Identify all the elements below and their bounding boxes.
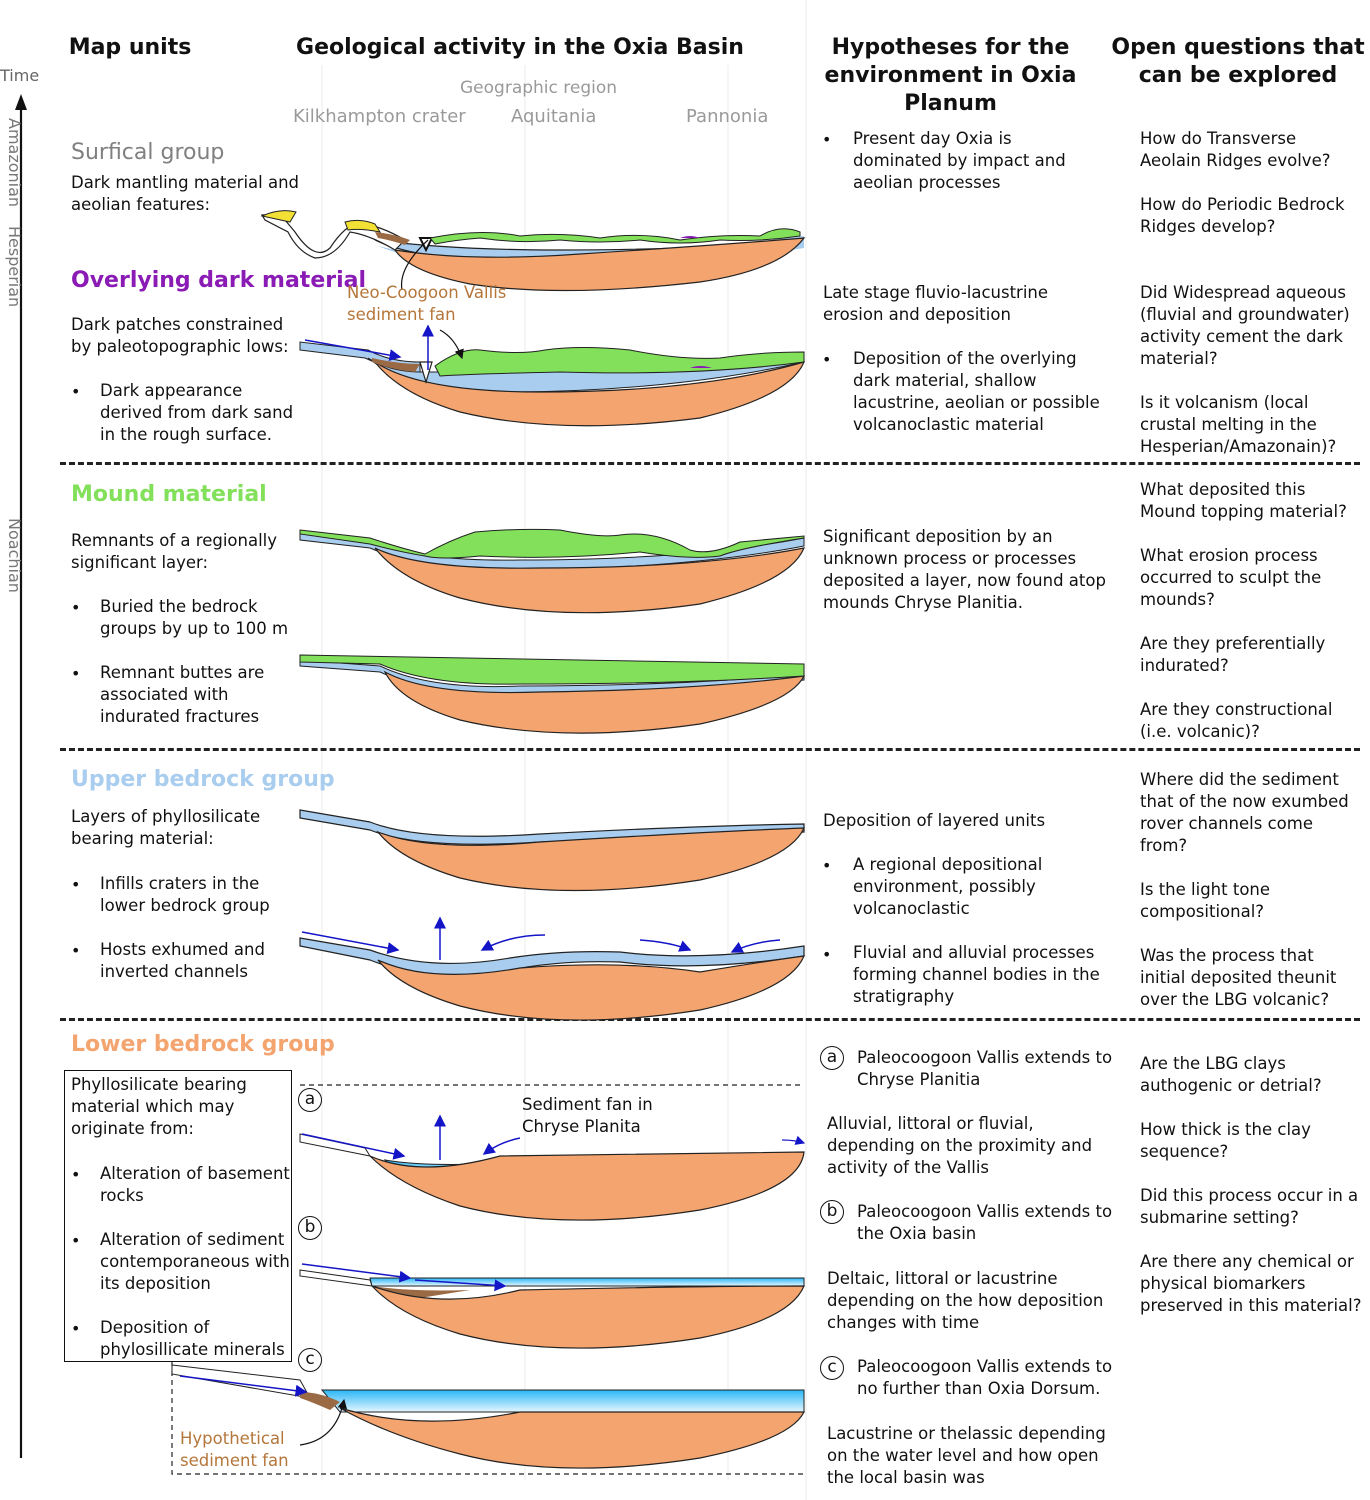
region-kilkhampton: Kilkhampton crater [293, 106, 466, 127]
hyp-scenario-c-marker: c [820, 1356, 844, 1380]
hyp-lower-c-text: Lacustrine or thelassic depending on the… [827, 1424, 1106, 1487]
header-questions: Open questions that can be explored [1111, 35, 1365, 88]
divider-hesperian-noachian [60, 462, 1360, 465]
region-pannonia: Pannonia [686, 106, 769, 127]
profile-upper-top [299, 809, 805, 892]
unit-mound-desc: Remnants of a regionally significant lay… [71, 531, 278, 572]
hyp-lower-b-title: Paleocoogoon Vallis extends to the Oxia … [857, 1202, 1113, 1243]
profile-scenario-b [299, 1263, 805, 1349]
hyp-upper-1: A regional depositional environment, pos… [853, 855, 1043, 918]
question-11: Was the process that initial deposited t… [1140, 946, 1337, 1009]
question-8: Are they constructional (i.e. volcanic)? [1140, 700, 1333, 741]
unit-upper-desc: Layers of phyllosilicate bearing materia… [71, 807, 261, 848]
divider-upper-lower [60, 1018, 1360, 1021]
header-activity: Geological activity in the Oxia Basin [296, 35, 744, 60]
hyp-lower-a-text: Alluvial, littoral or fluvial, depending… [827, 1114, 1093, 1177]
profile-mound-top [299, 528, 805, 614]
unit-overlying-title: Overlying dark material [71, 268, 367, 293]
profile-scenario-c [171, 1364, 805, 1469]
label-sediment-fan: Sediment fan in Chryse Planita [522, 1095, 653, 1136]
unit-surficial-title: Surfical group [71, 140, 225, 165]
unit-lower-bullet-3: Deposition of phylosillicate minerals [100, 1318, 285, 1359]
question-4: Is it volcanism (local crustal melting i… [1140, 393, 1337, 456]
hyp-scenario-b-marker: b [820, 1200, 844, 1224]
unit-mound-title: Mound material [71, 482, 267, 507]
profile-overlying [299, 324, 806, 427]
question-6: What erosion process occurred to sculpt … [1140, 546, 1322, 609]
bullet-dot: • [822, 130, 832, 149]
hyp-mound: Significant deposition by an unknown pro… [823, 527, 1106, 612]
scenario-c-marker: c [298, 1348, 322, 1372]
question-5: What deposited this Mound topping materi… [1140, 480, 1347, 521]
hyp-overlying-1: Deposition of the overlying dark materia… [853, 349, 1100, 434]
question-13: How thick is the clay sequence? [1140, 1120, 1311, 1161]
hyp-upper-2: Fluvial and alluvial processes forming c… [853, 943, 1100, 1006]
question-15: Are there any chemical or physical bioma… [1140, 1252, 1362, 1315]
question-1: How do Transverse Aeolain Ridges evolve? [1140, 129, 1331, 170]
bullet-dot: • [71, 664, 81, 683]
lower-unit-box [64, 1070, 292, 1362]
unit-lower-bullet-1: Alteration of basement rocks [100, 1164, 290, 1205]
hyp-overlying-intro: Late stage fluvio-lacustrine erosion and… [823, 283, 1049, 324]
profile-surficial [260, 210, 806, 292]
time-label: Time [0, 66, 40, 85]
unit-mound-bullet-2: Remnant buttes are associated with indur… [100, 663, 265, 726]
label-neo-coogoon-fan: Neo-Coogoon Vallis sediment fan [347, 283, 507, 324]
bullet-dot: • [71, 1231, 81, 1250]
divider-mound-upper [60, 748, 1360, 751]
hyp-lower-c-title: Paleocoogoon Vallis extends to no furthe… [857, 1357, 1113, 1398]
label-hypothetical-fan: Hypothetical sediment fan [180, 1429, 289, 1470]
region-aquitania: Aquitania [511, 106, 597, 127]
question-2: How do Periodic Bedrock Ridges develop? [1140, 195, 1345, 236]
bullet-dot: • [822, 856, 832, 875]
hyp-scenario-a-marker: a [820, 1046, 844, 1070]
unit-upper-bullet-2: Hosts exhumed and inverted channels [100, 940, 265, 981]
unit-upper-bullet-1: Infills craters in the lower bedrock gro… [100, 874, 270, 915]
neo-fan-pointer [400, 239, 429, 291]
hyp-upper-intro: Deposition of layered units [823, 811, 1046, 830]
bullet-dot: • [71, 875, 81, 894]
profile-mound-bottom [299, 654, 806, 734]
unit-lower-desc: Phyllosilicate bearing material which ma… [71, 1075, 247, 1138]
bullet-dot: • [71, 1319, 81, 1338]
scenario-a-marker: a [298, 1088, 322, 1112]
profile-scenario-a [299, 1114, 806, 1221]
question-3: Did Widespread aqueous (fluvial and grou… [1140, 283, 1350, 368]
header-hypotheses: Hypotheses for the environment in Oxia P… [824, 35, 1077, 116]
region-title: Geographic region [460, 78, 618, 98]
hyp-lower-b-text: Deltaic, littoral or lacustrine dependin… [827, 1269, 1104, 1332]
unit-surficial-desc: Dark mantling material and aeolian featu… [71, 173, 300, 214]
question-9: Where did the sediment that of the now e… [1140, 770, 1349, 855]
unit-overlying-desc: Dark patches constrained by paleotopogra… [71, 315, 289, 356]
bullet-dot: • [71, 598, 81, 617]
bullet-dot: • [71, 941, 81, 960]
question-12: Are the LBG clays authogenic or detrial? [1140, 1054, 1322, 1095]
hyp-surficial-1: Present day Oxia is dominated by impact … [853, 129, 1066, 192]
unit-lower-bullet-2: Alteration of sediment contemporaneous w… [100, 1230, 290, 1293]
bullet-dot: • [71, 1165, 81, 1184]
scenario-b-marker: b [298, 1216, 322, 1240]
header-map-units: Map units [68, 35, 192, 60]
question-14: Did this process occur in a submarine se… [1140, 1186, 1359, 1227]
unit-lower-title: Lower bedrock group [71, 1032, 335, 1057]
hyp-lower-a-title: Paleocoogoon Vallis extends to Chryse Pl… [857, 1048, 1113, 1089]
question-10: Is the light tone compositional? [1140, 880, 1271, 921]
unit-mound-bullet-1: Buried the bedrock groups by up to 100 m [100, 597, 289, 638]
question-7: Are they preferentially indurated? [1140, 634, 1326, 675]
bullet-dot: • [822, 945, 832, 964]
unit-upper-title: Upper bedrock group [71, 767, 335, 792]
profile-upper-bottom [299, 916, 805, 1021]
bullet-dot: • [822, 350, 832, 369]
unit-overlying-bullet-1: Dark appearance derived from dark sand i… [100, 381, 294, 444]
bullet-dot: • [71, 382, 81, 401]
